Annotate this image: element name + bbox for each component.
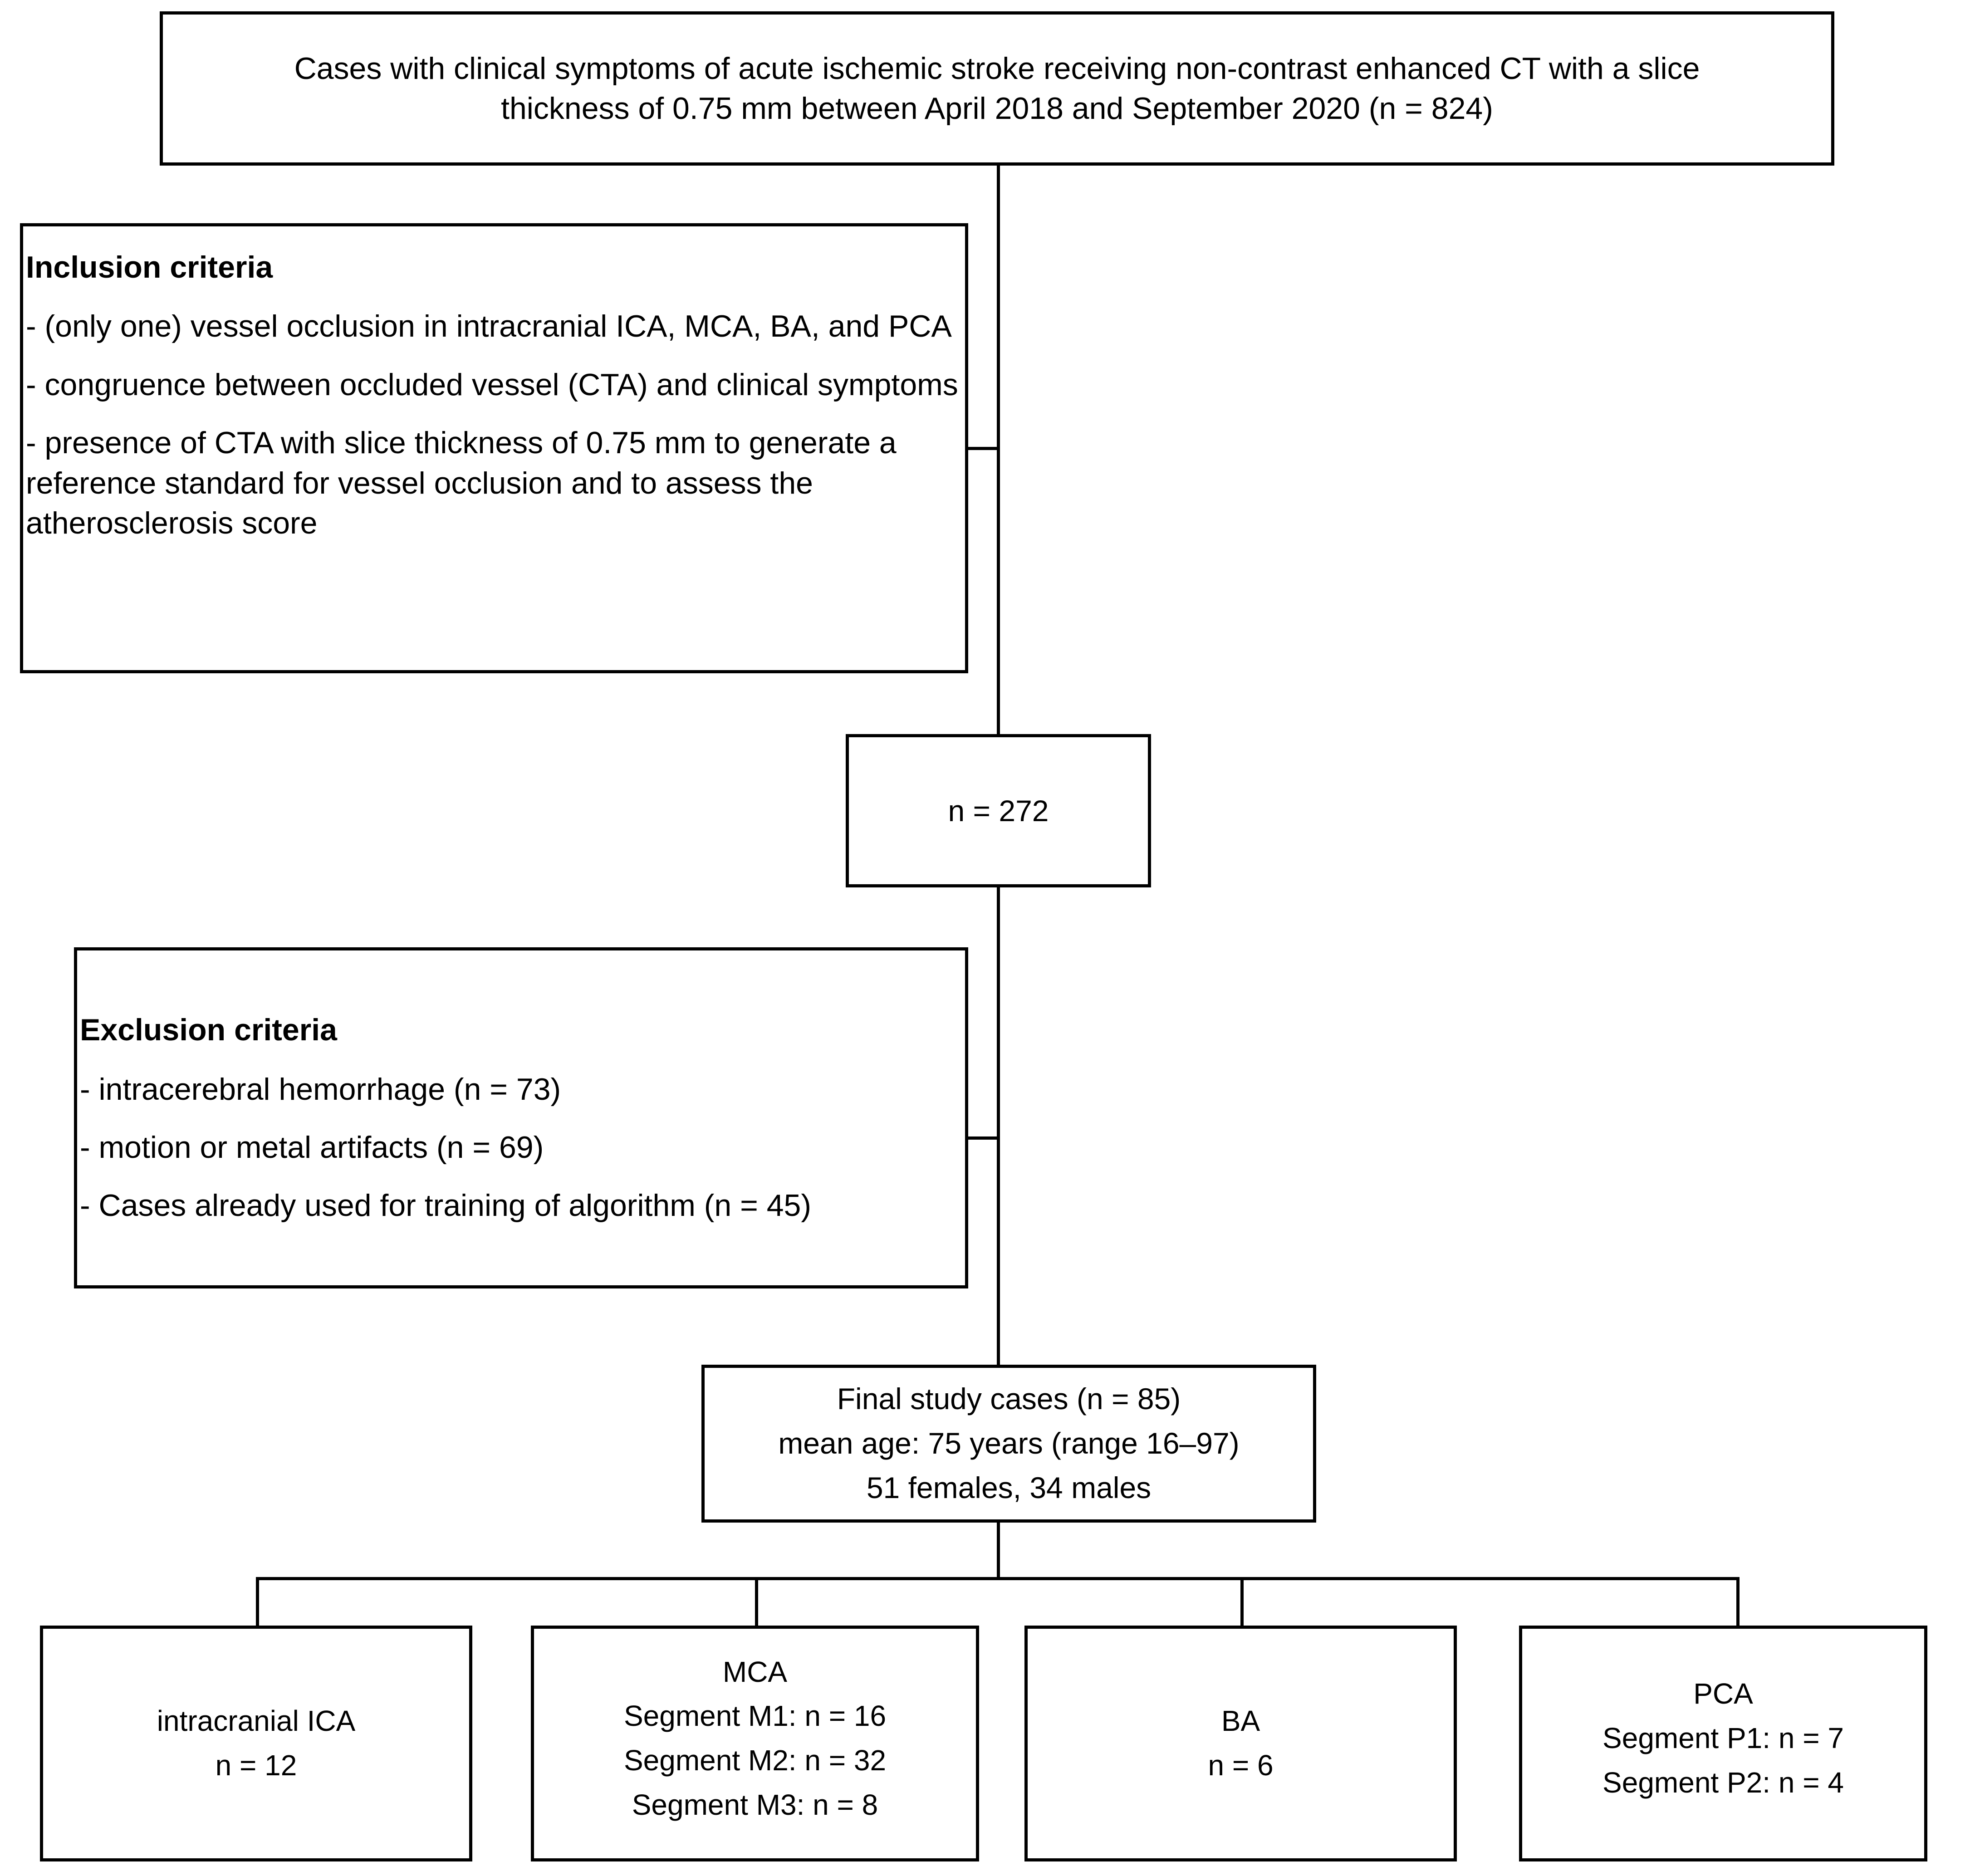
connector-trunk-vertical <box>997 162 1000 736</box>
exclusion-criteria-item-3: - Cases already used for training of alg… <box>80 1188 812 1223</box>
exclusion-criteria-item-2: - motion or metal artifacts (n = 69) <box>80 1130 544 1165</box>
inclusion-criteria-item-2: - congruence between occluded vessel (CT… <box>26 367 958 402</box>
node-inclusion-criteria: Inclusion criteria - (only one) vessel o… <box>20 223 968 673</box>
leaf-ica-line1: intracranial ICA <box>157 1705 356 1738</box>
inclusion-criteria-heading: Inclusion criteria <box>26 250 273 284</box>
connector-drop-ba <box>1240 1577 1244 1627</box>
node-final-cases: Final study cases (n = 85) mean age: 75 … <box>701 1365 1316 1523</box>
node-leaf-pca: PCA Segment P1: n = 7 Segment P2: n = 4 <box>1519 1626 1927 1861</box>
connector-inclusion-stub <box>965 447 998 450</box>
leaf-ica-line2: n = 12 <box>215 1749 297 1782</box>
connector-distribution-bar <box>256 1577 1740 1580</box>
node-exclusion-criteria: Exclusion criteria - intracerebral hemor… <box>74 947 968 1288</box>
leaf-ba-line1: BA <box>1221 1705 1260 1738</box>
final-cases-line1: Final study cases (n = 85) <box>837 1382 1181 1416</box>
node-leaf-mca: MCA Segment M1: n = 16 Segment M2: n = 3… <box>531 1626 979 1861</box>
final-cases-line2: mean age: 75 years (range 16–97) <box>778 1426 1240 1460</box>
connector-drop-pca <box>1736 1577 1740 1627</box>
final-cases-line3: 51 females, 34 males <box>866 1470 1152 1504</box>
leaf-pca-line2: Segment P1: n = 7 <box>1602 1722 1844 1755</box>
exclusion-criteria-heading: Exclusion criteria <box>80 1013 337 1048</box>
exclusion-criteria-item-1: - intracerebral hemorrhage (n = 73) <box>80 1072 561 1107</box>
inclusion-criteria-item-3: - presence of CTA with slice thickness o… <box>26 426 897 540</box>
leaf-mca-line1: MCA <box>722 1655 788 1688</box>
leaf-pca-line1: PCA <box>1693 1677 1753 1710</box>
intermediate-count-label: n = 272 <box>948 794 1049 828</box>
source-cohort-line1: Cases with clinical symptoms of acute is… <box>294 51 1700 86</box>
connector-drop-ica <box>256 1577 259 1627</box>
source-cohort-line2: thickness of 0.75 mm between April 2018 … <box>501 91 1493 126</box>
leaf-mca-line4: Segment M3: n = 8 <box>632 1788 878 1821</box>
inclusion-criteria-item-1: - (only one) vessel occlusion in intracr… <box>26 309 952 344</box>
leaf-mca-line2: Segment M1: n = 16 <box>623 1700 887 1733</box>
connector-final-drop <box>997 1521 1000 1580</box>
connector-drop-mca <box>755 1577 758 1627</box>
node-leaf-ba: BA n = 6 <box>1024 1626 1457 1861</box>
leaf-pca-line3: Segment P2: n = 4 <box>1602 1766 1844 1799</box>
node-source-cohort: Cases with clinical symptoms of acute is… <box>160 11 1834 166</box>
leaf-mca-line3: Segment M2: n = 32 <box>623 1744 887 1777</box>
connector-trunk-vertical-2 <box>997 885 1000 1367</box>
node-intermediate-count: n = 272 <box>846 734 1151 887</box>
connector-exclusion-stub <box>965 1136 998 1140</box>
node-leaf-intracranial-ica: intracranial ICA n = 12 <box>40 1626 472 1861</box>
leaf-ba-line2: n = 6 <box>1208 1749 1274 1782</box>
